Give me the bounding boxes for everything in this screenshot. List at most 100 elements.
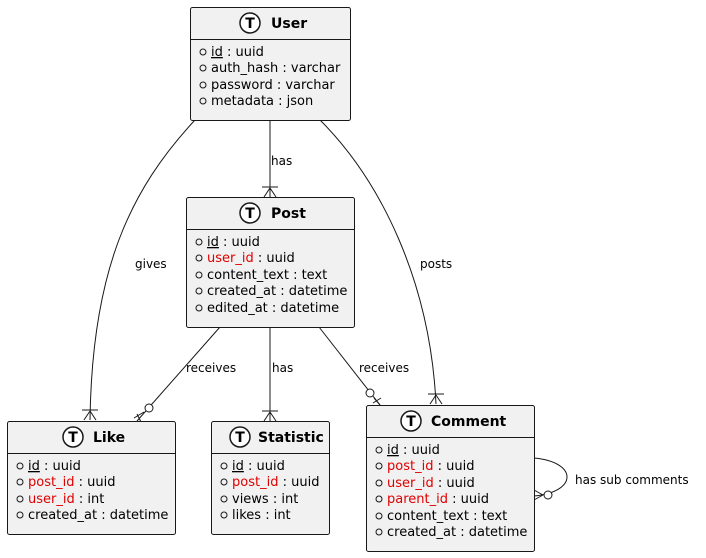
entity-comment: T Comment id : uuid post_id : uuid user_… bbox=[366, 405, 535, 552]
attribute: post_id : uuid bbox=[232, 475, 319, 490]
table-badge-letter: T bbox=[235, 430, 245, 446]
attribute-type: : uuid bbox=[223, 45, 264, 60]
attribute-name: id bbox=[28, 459, 40, 474]
attribute-type: : datetime bbox=[456, 525, 527, 540]
attribute: auth_hash : varchar bbox=[211, 61, 341, 76]
visibility-icon bbox=[375, 462, 383, 470]
crowfoot-user-like bbox=[82, 409, 98, 421]
entity-post: T Post id : uuid user_id : uuid content_… bbox=[186, 197, 355, 328]
crowfoot-user-comment bbox=[428, 393, 444, 405]
attribute: id : uuid bbox=[28, 459, 81, 474]
entity-like: T Like id : uuid post_id : uuid user_id … bbox=[7, 421, 176, 535]
attribute-name: post_id bbox=[232, 475, 278, 490]
attribute: user_id : uuid bbox=[387, 476, 475, 491]
attribute-name: id bbox=[387, 443, 399, 458]
attribute-name: auth_hash bbox=[211, 61, 278, 76]
attribute-type: : datetime bbox=[268, 301, 339, 316]
entity-title: Statistic bbox=[258, 430, 324, 446]
attribute-name: content_text bbox=[207, 268, 289, 283]
attribute-name: password bbox=[211, 78, 273, 93]
attribute-type: : int bbox=[269, 492, 299, 507]
attribute: user_id : uuid bbox=[207, 251, 295, 266]
attribute-type: : text bbox=[289, 268, 327, 283]
relation-label-user-like: gives bbox=[135, 257, 167, 271]
entity-box bbox=[7, 421, 176, 535]
attribute-type: : uuid bbox=[40, 459, 81, 474]
attribute: created_at : datetime bbox=[387, 525, 527, 540]
attribute-name: id bbox=[207, 235, 219, 250]
crowfoot-comment-self bbox=[533, 489, 544, 501]
visibility-icon bbox=[195, 238, 203, 246]
entity-box bbox=[211, 421, 330, 535]
attribute-name: user_id bbox=[387, 476, 434, 491]
attribute-name: views bbox=[232, 492, 269, 507]
attribute-name: edited_at bbox=[207, 301, 268, 316]
attribute-list: id : uuid user_id : uuid content_text : … bbox=[195, 235, 347, 316]
relation-user-comment bbox=[319, 119, 437, 405]
table-badge-letter: T bbox=[406, 414, 416, 430]
entity-title: User bbox=[271, 16, 307, 32]
visibility-icon bbox=[16, 462, 24, 470]
attribute-name: id bbox=[211, 45, 223, 60]
visibility-icon bbox=[375, 495, 383, 503]
visibility-icon bbox=[16, 511, 24, 519]
attribute: id : uuid bbox=[232, 459, 285, 474]
visibility-icon bbox=[16, 478, 24, 486]
attribute: content_text : text bbox=[387, 509, 507, 524]
attribute-type: : uuid bbox=[433, 459, 474, 474]
visibility-icon bbox=[195, 271, 203, 279]
attribute-type: : uuid bbox=[254, 251, 295, 266]
attribute-type: : varchar bbox=[278, 61, 341, 76]
optional-circle-comment-self bbox=[543, 490, 553, 500]
visibility-icon bbox=[220, 495, 228, 503]
attribute: id : uuid bbox=[387, 443, 440, 458]
visibility-icon bbox=[195, 287, 203, 295]
visibility-icon bbox=[199, 81, 207, 89]
crowfoot-user-post bbox=[262, 186, 278, 198]
attribute-name: metadata bbox=[211, 94, 274, 109]
attribute-type: : int bbox=[75, 492, 105, 507]
optional-circle-post-comment bbox=[365, 388, 375, 398]
attribute-type: : datetime bbox=[97, 508, 168, 523]
attribute-name: created_at bbox=[207, 284, 276, 299]
table-badge-icon bbox=[239, 202, 261, 224]
attribute: user_id : int bbox=[28, 492, 104, 507]
attribute: created_at : datetime bbox=[207, 284, 347, 299]
relation-label-comment-self: has sub comments bbox=[575, 473, 689, 487]
relation-label-post-comment: receives bbox=[359, 361, 409, 375]
visibility-icon bbox=[375, 446, 383, 454]
attribute-type: : uuid bbox=[74, 475, 115, 490]
relation-user-like bbox=[89, 119, 196, 421]
attribute-name: post_id bbox=[28, 475, 74, 490]
attribute-name: created_at bbox=[28, 508, 97, 523]
entity-title: Comment bbox=[431, 414, 507, 430]
visibility-icon bbox=[220, 511, 228, 519]
crowfoot-post-comment bbox=[372, 397, 382, 406]
attribute-name: likes bbox=[232, 508, 261, 523]
visibility-icon bbox=[195, 304, 203, 312]
visibility-icon bbox=[220, 478, 228, 486]
visibility-icon bbox=[220, 462, 228, 470]
attribute-type: : uuid bbox=[399, 443, 440, 458]
crowfoot-post-like bbox=[133, 411, 145, 423]
optional-circle-post-like bbox=[144, 403, 154, 413]
attribute-type: : text bbox=[469, 509, 507, 524]
attribute-type: : varchar bbox=[273, 78, 336, 93]
visibility-icon bbox=[375, 479, 383, 487]
visibility-icon bbox=[375, 528, 383, 536]
table-badge-letter: T bbox=[68, 430, 78, 446]
attribute: views : int bbox=[232, 492, 298, 507]
table-badge-icon bbox=[400, 410, 422, 432]
attribute-list: id : uuid auth_hash : varchar password :… bbox=[199, 45, 341, 109]
visibility-icon bbox=[199, 97, 207, 105]
crowfoot-post-statistic bbox=[262, 410, 278, 422]
attribute-name: post_id bbox=[387, 459, 433, 474]
table-badge-icon bbox=[239, 12, 261, 34]
attribute-type: : json bbox=[274, 94, 313, 109]
attribute-type: : uuid bbox=[434, 476, 475, 491]
table-badge-letter: T bbox=[245, 16, 255, 32]
attribute-list: id : uuid post_id : uuid user_id : uuid … bbox=[375, 443, 527, 540]
attribute: id : uuid bbox=[207, 235, 260, 250]
table-badge-letter: T bbox=[245, 206, 255, 222]
